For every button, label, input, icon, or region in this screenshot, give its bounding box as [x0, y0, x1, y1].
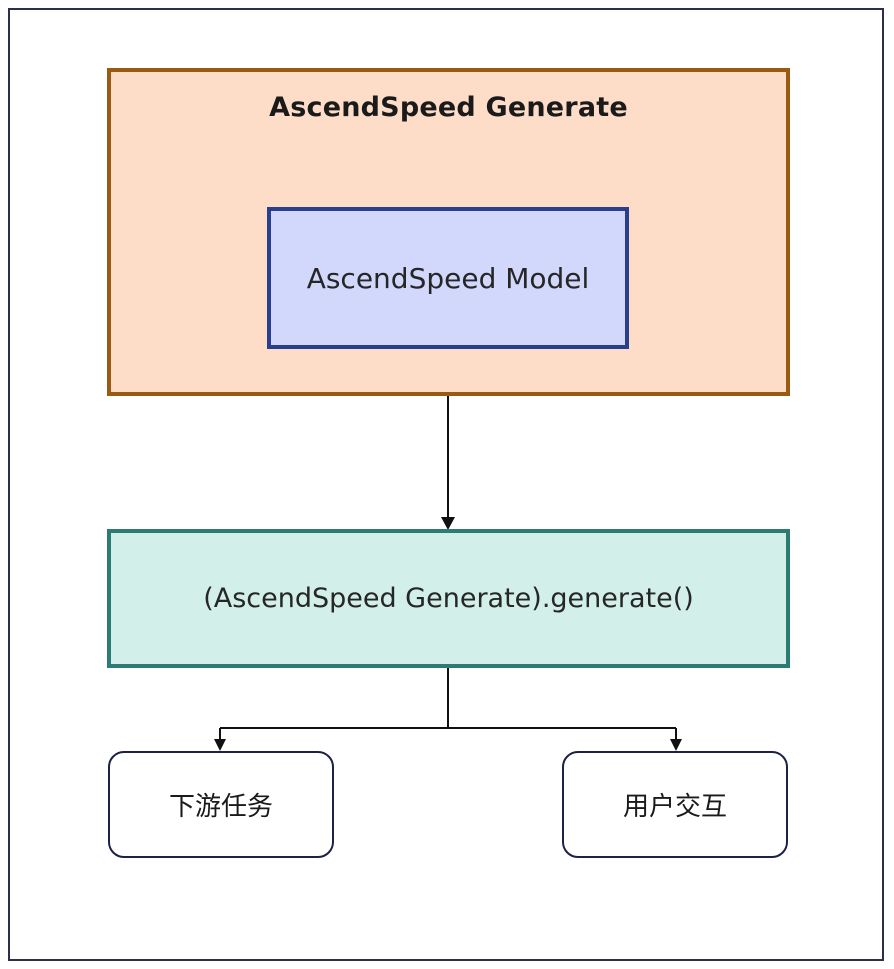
arrowhead-generate	[441, 517, 455, 530]
ascendspeed-model-label: AscendSpeed Model	[306, 261, 590, 295]
arrowhead-downstream	[214, 739, 226, 751]
generate-method-box: (AscendSpeed Generate).generate()	[107, 529, 790, 668]
user-interaction-box: 用户交互	[562, 751, 788, 858]
ascendspeed-generate-title: AscendSpeed Generate	[269, 92, 628, 123]
generate-method-label: (AscendSpeed Generate).generate()	[203, 583, 694, 614]
ascendspeed-model-box: AscendSpeed Model	[267, 207, 629, 349]
user-interaction-label: 用户交互	[622, 792, 727, 822]
diagram-frame	[8, 8, 884, 961]
arrowhead-interaction	[670, 739, 682, 751]
downstream-task-box: 下游任务	[108, 751, 334, 858]
downstream-task-label: 下游任务	[168, 792, 273, 822]
